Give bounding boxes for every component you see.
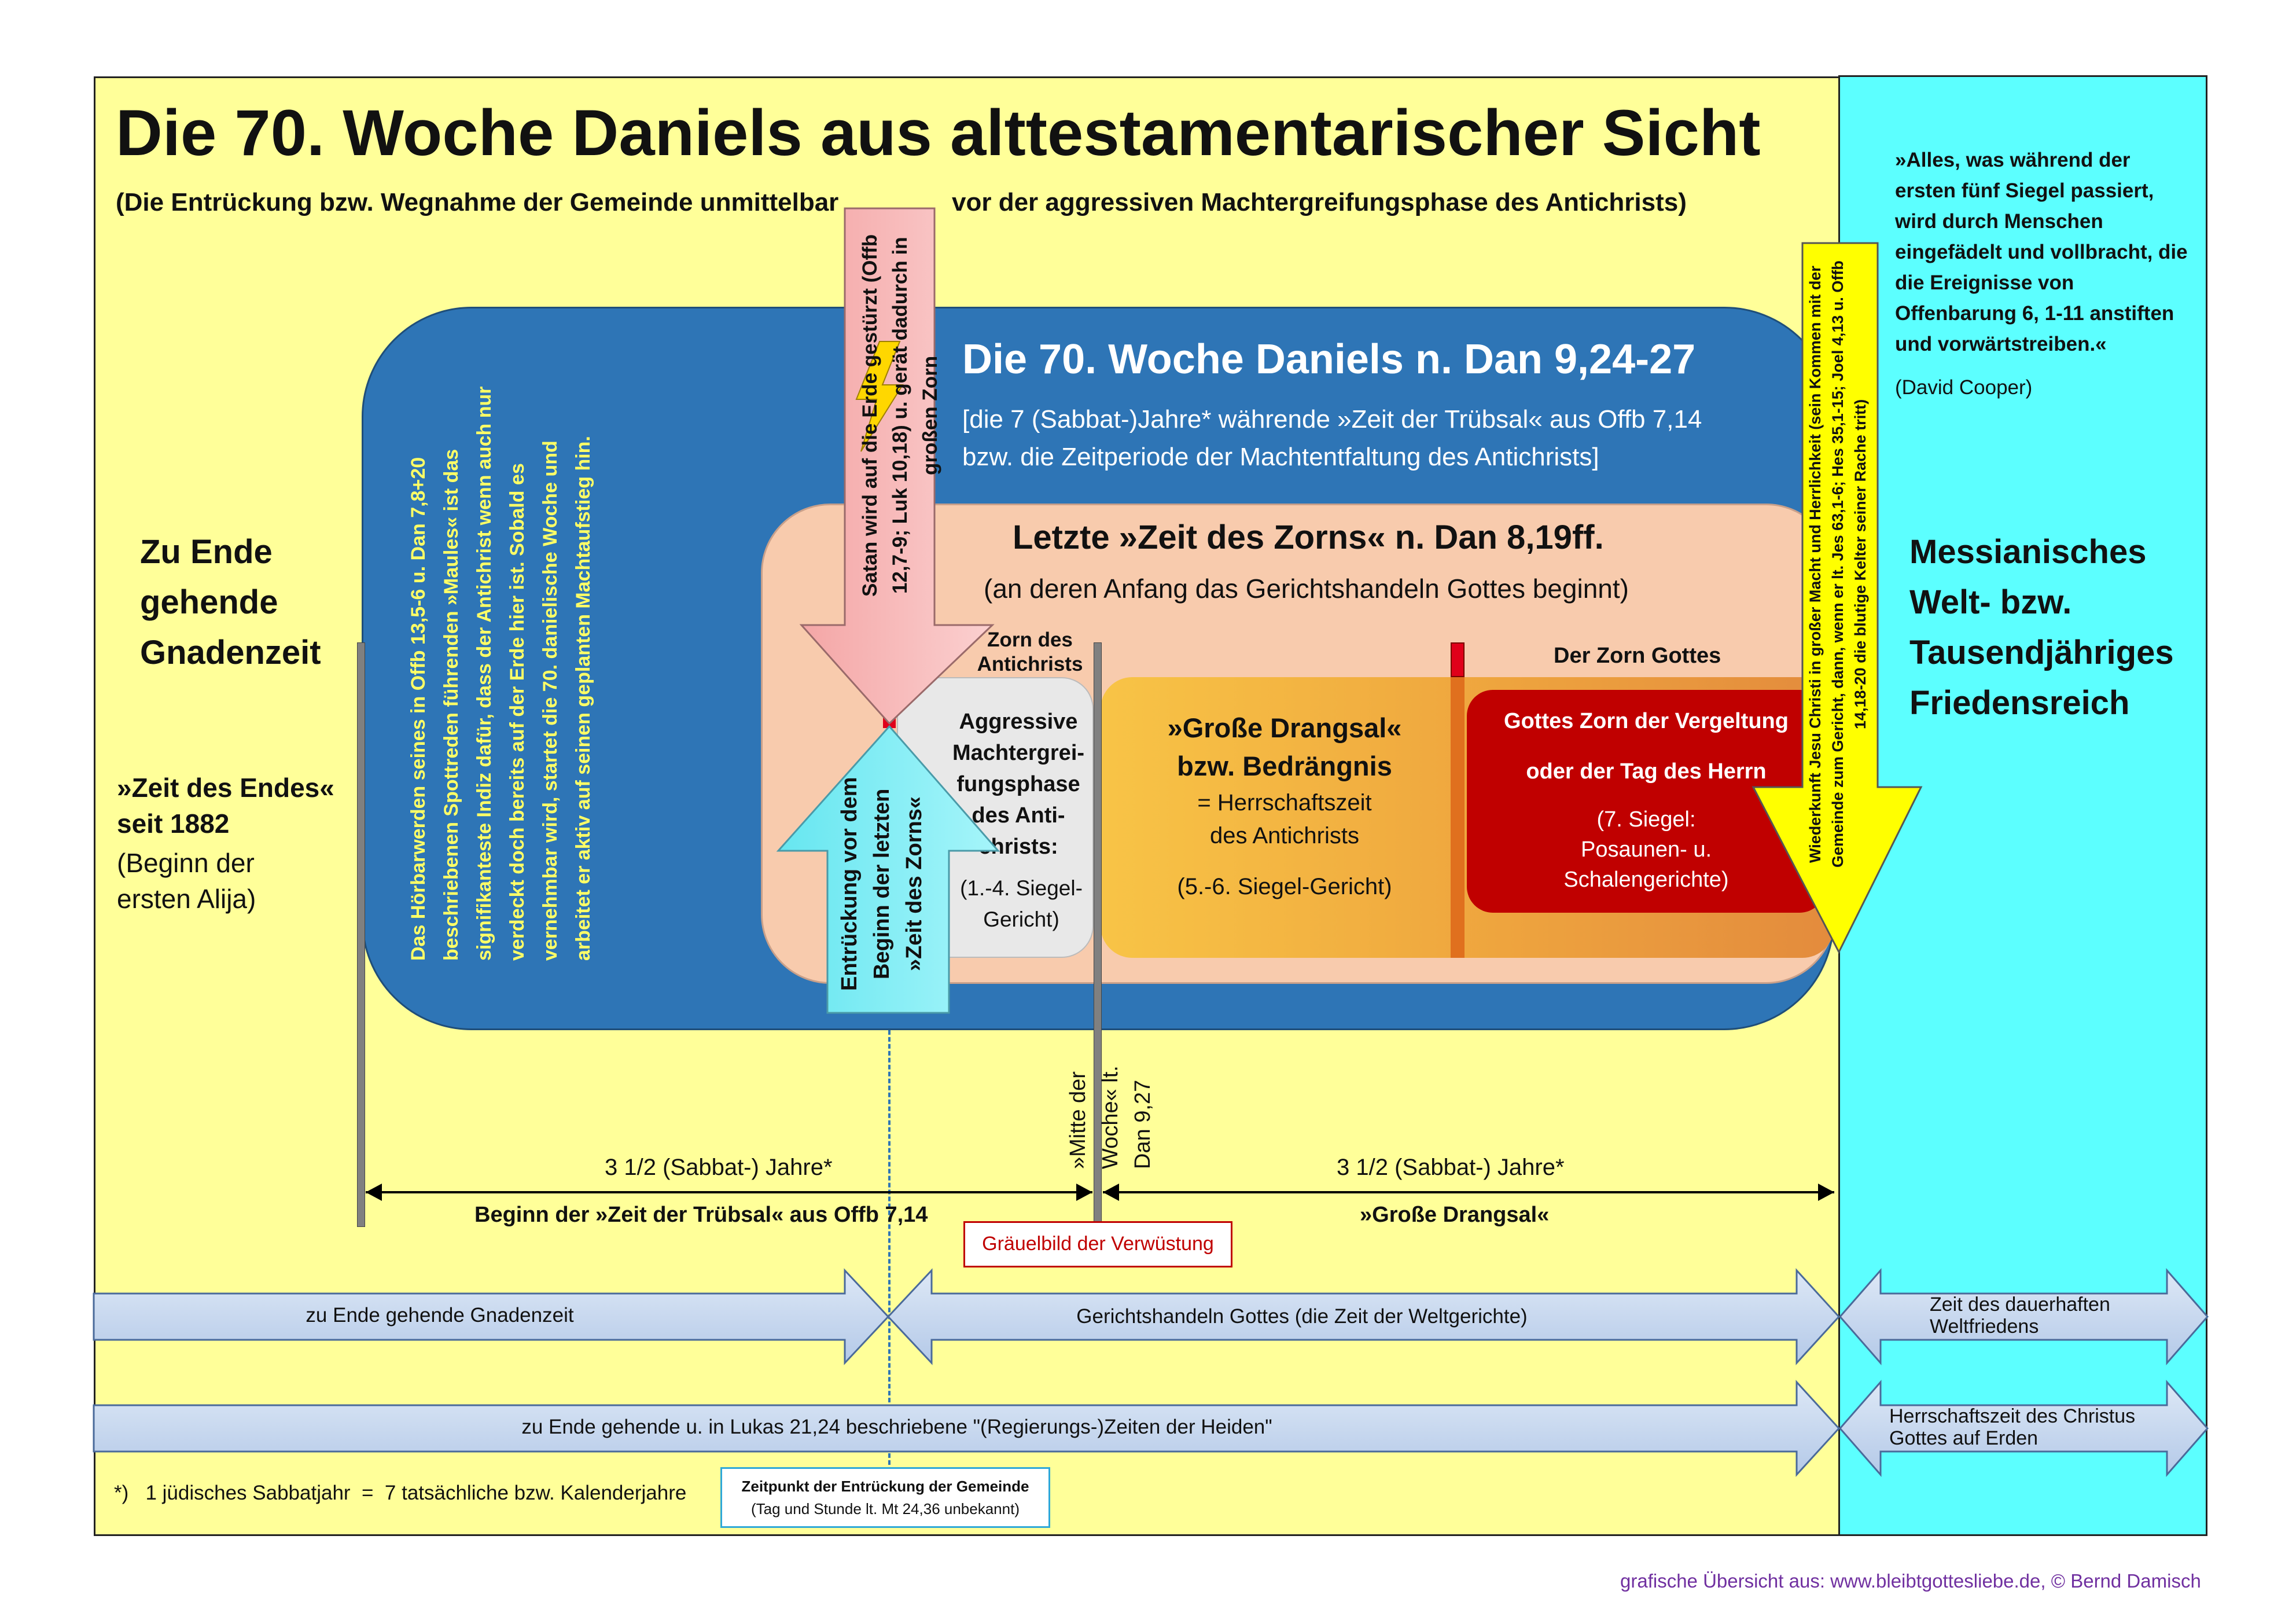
- mid-week-label: »Mitte der Woche« lt. Dan 9,27: [1066, 1065, 1155, 1169]
- rapture-time-note: (Tag und Stunde lt. Mt 24,36 unbekannt): [751, 1500, 1020, 1518]
- christ-reign-band: [1839, 1380, 2209, 1477]
- great-tribulation-title: »Große Drangsal« bzw. Bedrängnis: [1167, 712, 1402, 781]
- day-of-lord: oder der Tag des Herrn: [1526, 759, 1767, 784]
- footnote: *) 1 jüdisches Sabbatjahr = 7 tatsächlic…: [114, 1482, 687, 1504]
- week-title: Die 70. Woche Daniels n. Dan 9,24-27: [962, 336, 1696, 383]
- week-subtitle-2: bzw. die Zeitperiode der Machtentfaltung…: [962, 443, 1599, 471]
- rapture-arrow: [776, 725, 1000, 1014]
- first-aliyah-label: (Beginn der ersten Alija): [117, 848, 256, 914]
- seventh-seal-3: Schalengerichte): [1563, 868, 1729, 892]
- grace-band-text: zu Ende gehende Gnadenzeit: [306, 1304, 574, 1327]
- peace-band-text: Zeit des dauerhaften Weltfriedens: [1930, 1294, 2110, 1338]
- time-of-end-label: »Zeit des Endes« seit 1882: [117, 773, 334, 839]
- aggressive-phase-title: Aggressive Machtergrei-fungsphase des An…: [952, 710, 1085, 859]
- quote-text: »Alles, was während der ersten fünf Sieg…: [1895, 149, 2188, 355]
- aggressive-phase-seals: (1.-4. Siegel-Gericht): [960, 876, 1083, 931]
- rapture-arrow-text: Entrückung vor dem Beginn der letzten »Z…: [837, 777, 926, 991]
- second-half-label: 3 1/2 (Sabbat-) Jahre*: [1337, 1155, 1565, 1180]
- antichrist-reign-2: des Antichrists: [1210, 823, 1359, 848]
- seventh-seal-1: (7. Siegel:: [1596, 807, 1696, 832]
- tribulation-start-label: Beginn der »Zeit der Trübsal« aus Offb 7…: [474, 1203, 928, 1227]
- grace-end-line: [357, 642, 365, 1227]
- rapture-dashed-line: [888, 961, 891, 1479]
- rapture-time-title: Zeitpunkt der Entrückung der Gemeinde: [741, 1478, 1029, 1495]
- wrath-title: Letzte »Zeit des Zorns« n. Dan 8,19ff.: [1013, 519, 1604, 556]
- subtitle-left: (Die Entrückung bzw. Wegnahme der Gemein…: [116, 188, 839, 216]
- abomination-box: [963, 1221, 1232, 1267]
- messianic-kingdom-heading: Messianisches Welt- bzw. Tausendjähriges…: [1909, 533, 2174, 722]
- wrath-subtitle: (an deren Anfang das Gerichtshandeln Got…: [984, 574, 1629, 604]
- lightning-icon: [855, 341, 904, 452]
- nations-band-text: zu Ende gehende u. in Lukas 21,24 beschr…: [521, 1416, 1272, 1438]
- judgment-band: [886, 1268, 1841, 1365]
- week-subtitle-1: [die 7 (Sabbat-)Jahre* währende »Zeit de…: [962, 405, 1702, 433]
- abomination-label: Gräuelbild der Verwüstung: [982, 1233, 1214, 1255]
- tribulation-seals: (5.-6. Siegel-Gericht): [1177, 874, 1392, 899]
- antichrist-wrath-label: Zorn des Antichrists: [977, 629, 1083, 675]
- rapture-time-box: [720, 1467, 1050, 1528]
- antichrist-reign-1: = Herrschaftszeit: [1197, 790, 1372, 815]
- quote-author: (David Cooper): [1895, 376, 2033, 399]
- peace-band: [1839, 1268, 2209, 1365]
- ending-grace-heading: Zu Ende gehende Gnadenzeit: [140, 533, 321, 671]
- christ-reign-band-text: Herrschaftszeit des Christus Gottes auf …: [1889, 1405, 2136, 1449]
- grace-band: [93, 1268, 890, 1365]
- vengeance-title: Gottes Zorn der Vergeltung: [1504, 709, 1789, 733]
- nations-band: [93, 1380, 1841, 1477]
- great-tribulation-label: »Große Drangsal«: [1360, 1203, 1550, 1227]
- satan-falls-arrow: [799, 207, 995, 725]
- page-title: Die 70. Woche Daniels aus alttestamentar…: [116, 97, 1761, 169]
- seventh-seal-2: Posaunen- u.: [1580, 837, 1712, 862]
- first-half-label: 3 1/2 (Sabbat-) Jahre*: [605, 1155, 833, 1180]
- second-coming-text: Wiederkunft Jesu Christi in großer Macht…: [1806, 260, 1869, 868]
- god-wrath-divider: [1451, 677, 1465, 958]
- subtitle-right: vor der aggressiven Machtergreifungsphas…: [952, 188, 1687, 216]
- satan-falls-text: Satan wird auf die Erde gestürzt (Offb 1…: [859, 234, 941, 597]
- second-coming-arrow: [1752, 242, 1923, 954]
- god-wrath-marker: [1451, 642, 1465, 677]
- judgment-band-text: Gerichtshandeln Gottes (die Zeit der Wel…: [1076, 1305, 1528, 1328]
- god-wrath-label: Der Zorn Gottes: [1554, 644, 1721, 668]
- credit-line: grafische Übersicht aus: www.bleibtgotte…: [1620, 1570, 2201, 1592]
